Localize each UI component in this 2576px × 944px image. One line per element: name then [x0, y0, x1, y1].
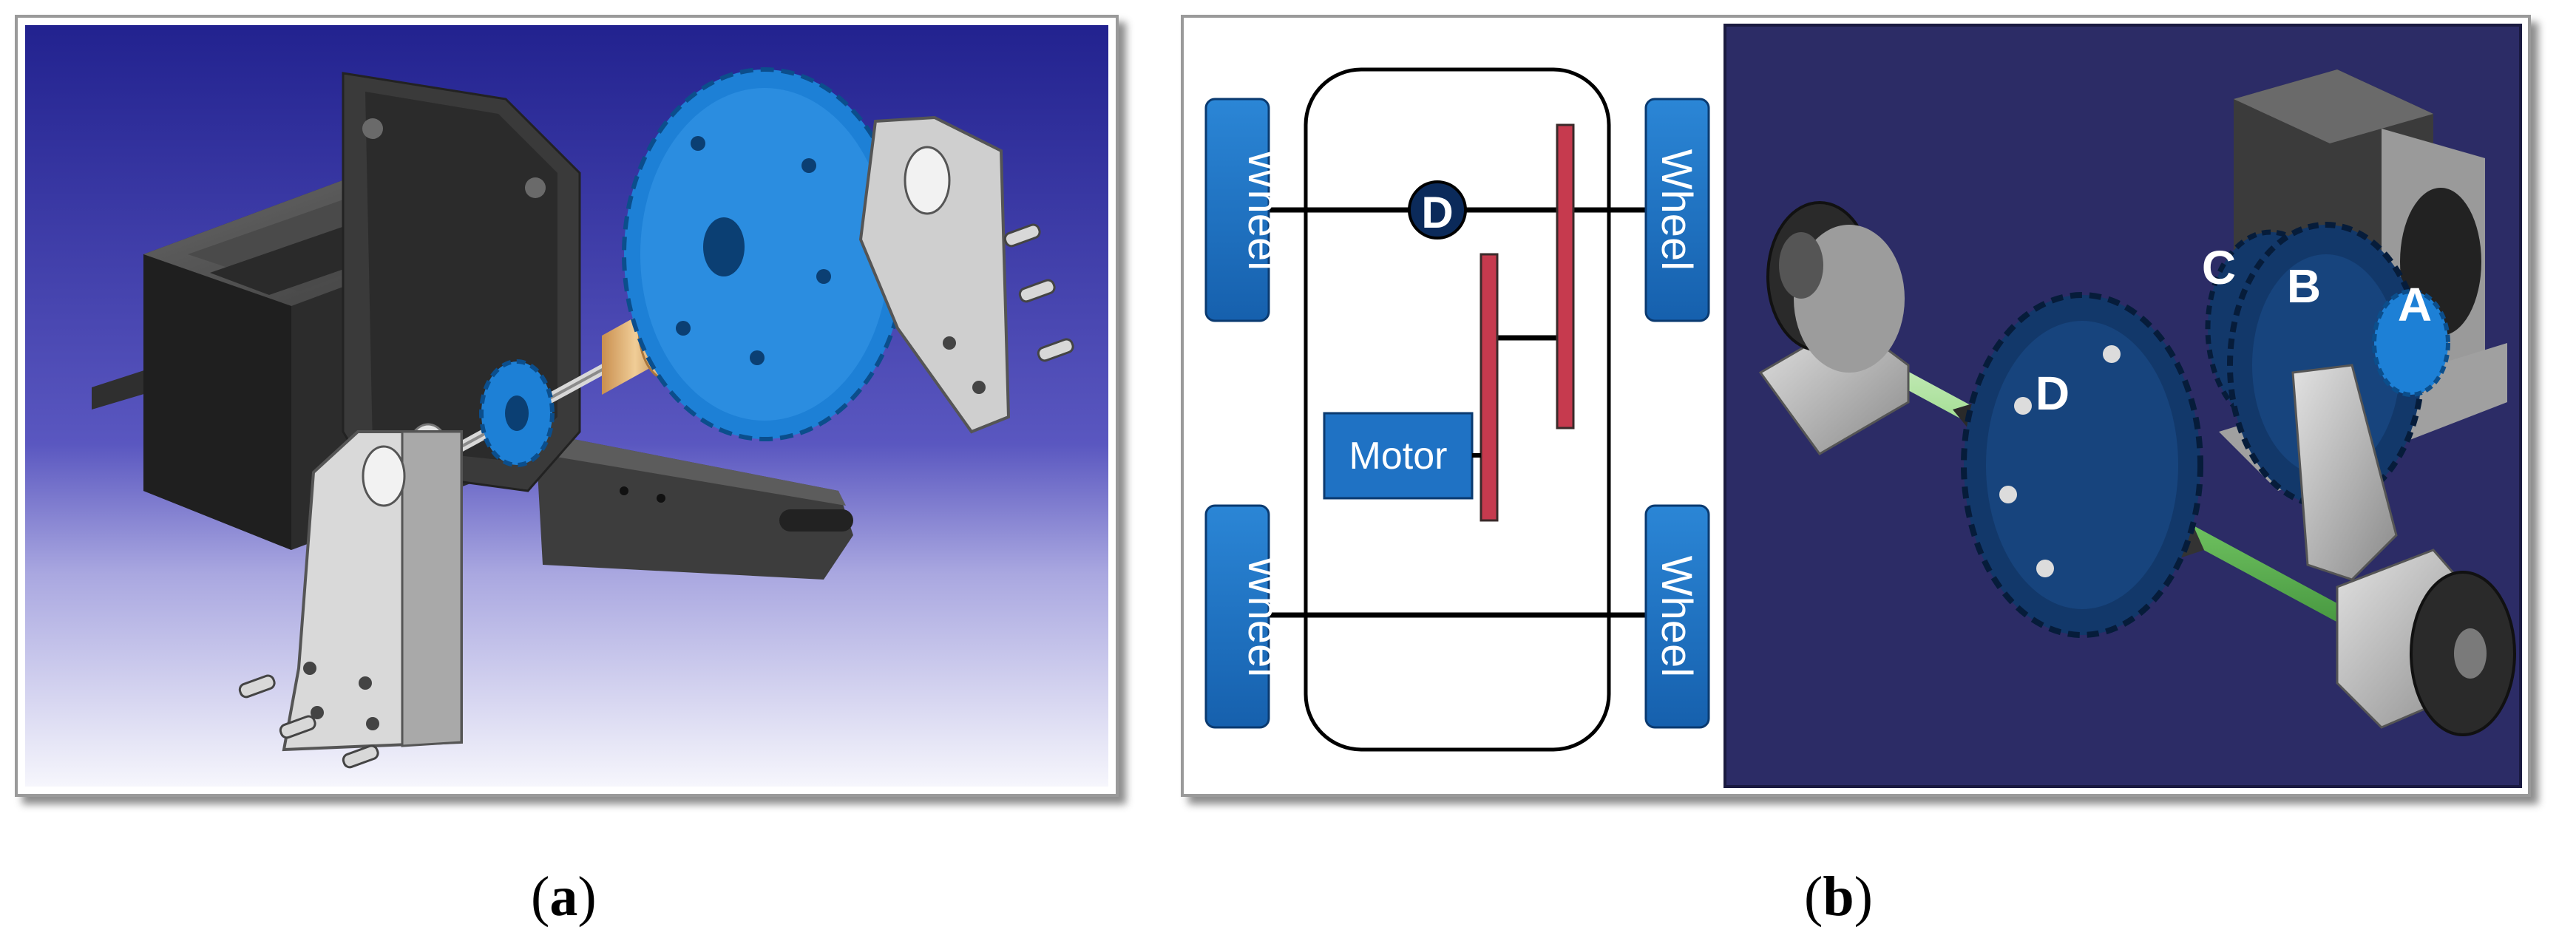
label-a: A: [2398, 278, 2432, 331]
chain-bar-upper: [1556, 123, 1575, 429]
caption-b-letter: b: [1823, 866, 1854, 928]
left-pillow-block: [1758, 201, 1910, 455]
wheel-label: Wheel: [1239, 556, 1287, 677]
small-sprocket: [479, 359, 555, 467]
render-sprocket-d: [1961, 292, 2203, 638]
differential-label: D: [1421, 188, 1453, 237]
mounting-screws-right: [1003, 223, 1074, 362]
vehicle-chassis-outline: [1304, 67, 1611, 752]
render-sprocket-b: [2227, 222, 2425, 509]
large-sprocket: [622, 67, 907, 441]
panel-b-figure: D Motor Wheel Wheel Wheel Wheel: [1191, 24, 2522, 788]
wheel-label: Wheel: [1653, 556, 1701, 677]
wheel-rear-left: Wheel: [1204, 504, 1287, 729]
rear-bracket: [858, 115, 1011, 434]
label-c: C: [2202, 241, 2236, 294]
wheel-front-left: Wheel: [1204, 98, 1287, 322]
motor-box: [1323, 412, 1474, 500]
panel-a-cad-render: [25, 25, 1108, 787]
motor-label: Motor: [1349, 435, 1448, 478]
chain-drive-schematic: [1479, 123, 1575, 522]
render-sprocket-a: [2372, 289, 2450, 397]
label-b: B: [2287, 259, 2321, 313]
mounting-screws-left: [238, 674, 379, 769]
wheel-label: Wheel: [1239, 149, 1287, 271]
caption-a-letter: a: [549, 866, 578, 928]
panel-a-frame: [15, 15, 1119, 797]
differential-node: [1408, 180, 1467, 240]
wheel-label: Wheel: [1653, 149, 1701, 271]
label-d: D: [2036, 367, 2070, 420]
caption-b: (b): [1804, 866, 1873, 928]
wheel-front-right: Wheel: [1644, 98, 1710, 322]
chain-bar-lower: [1479, 253, 1499, 522]
right-pillow-block: [2291, 364, 2516, 736]
wheel-rear-right: Wheel: [1644, 504, 1710, 729]
front-bracket: [282, 430, 463, 752]
panel-b-frame: D Motor Wheel Wheel Wheel Wheel: [1181, 15, 2531, 797]
caption-a: (a): [531, 866, 597, 928]
schematic-background: [1191, 25, 1712, 787]
